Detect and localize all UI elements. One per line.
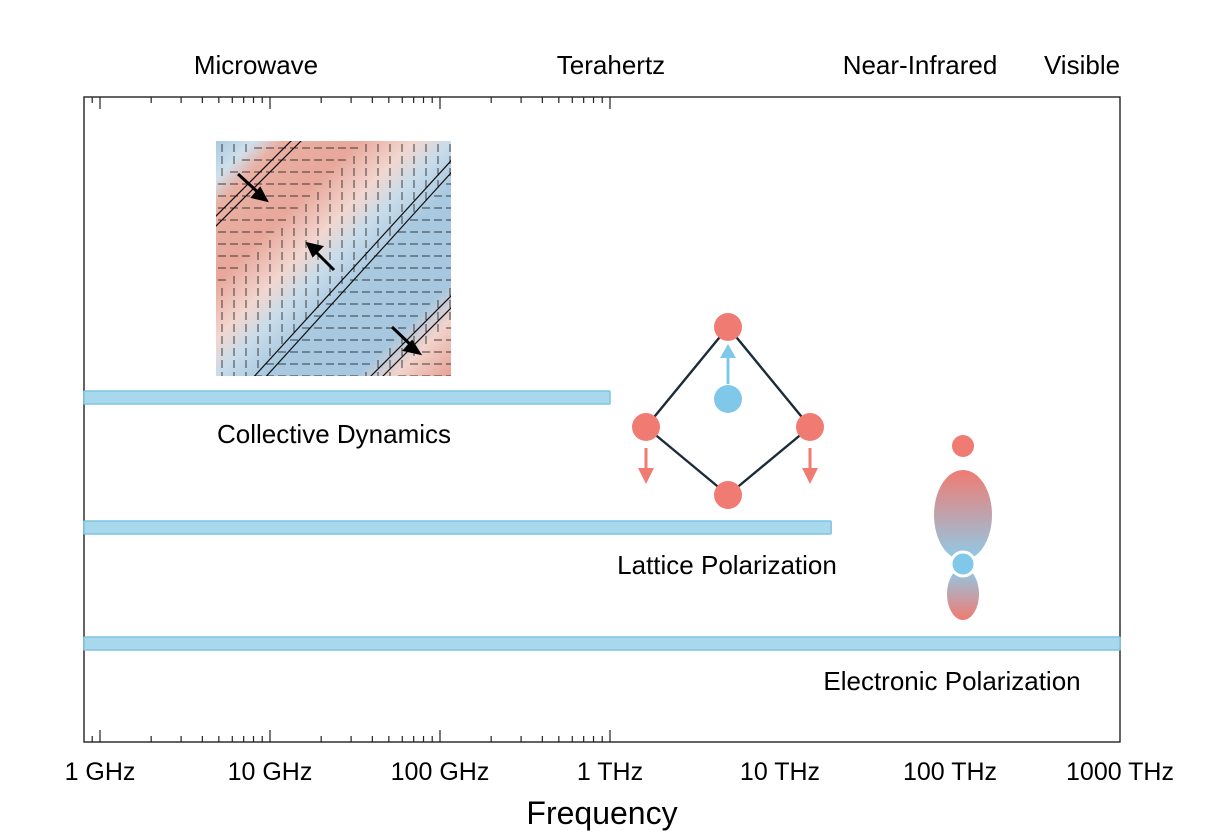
- band-label-visible: Visible: [1044, 50, 1120, 80]
- tick-label: 1 GHz: [65, 758, 136, 786]
- domain-wall-map-icon: [216, 141, 451, 376]
- axis-ticks: [91, 97, 611, 742]
- axis-tick-labels: 1 GHz 10 GHz 100 GHz 1 THz 10 THz 100 THz 1000…: [65, 758, 1174, 786]
- tick-label: 100 GHz: [391, 758, 490, 786]
- tick-label: 1 THz: [577, 758, 643, 786]
- mechanism-label-collective-dynamics: Collective Dynamics: [217, 419, 451, 449]
- tick-label: 100 THz: [903, 758, 997, 786]
- unit-cell-icon: [632, 313, 824, 509]
- bar-lattice-polarization: [83, 520, 832, 535]
- mechanism-label-electronic-polarization: Electronic Polarization: [823, 666, 1080, 696]
- band-label-microwave: Microwave: [194, 50, 318, 80]
- electron-cloud-icon: [934, 435, 992, 620]
- band-label-terahertz: Terahertz: [557, 50, 665, 80]
- tick-label: 10 THz: [740, 758, 820, 786]
- band-label-near-infrared: Near-Infrared: [843, 50, 998, 80]
- tick-label: 10 GHz: [228, 758, 313, 786]
- mechanism-label-lattice-polarization: Lattice Polarization: [617, 550, 837, 580]
- bar-collective-dynamics: [83, 390, 611, 405]
- tick-label: 1000 THz: [1066, 758, 1174, 786]
- x-axis-title: Frequency: [526, 795, 677, 831]
- bar-electronic-polarization: [83, 636, 1121, 651]
